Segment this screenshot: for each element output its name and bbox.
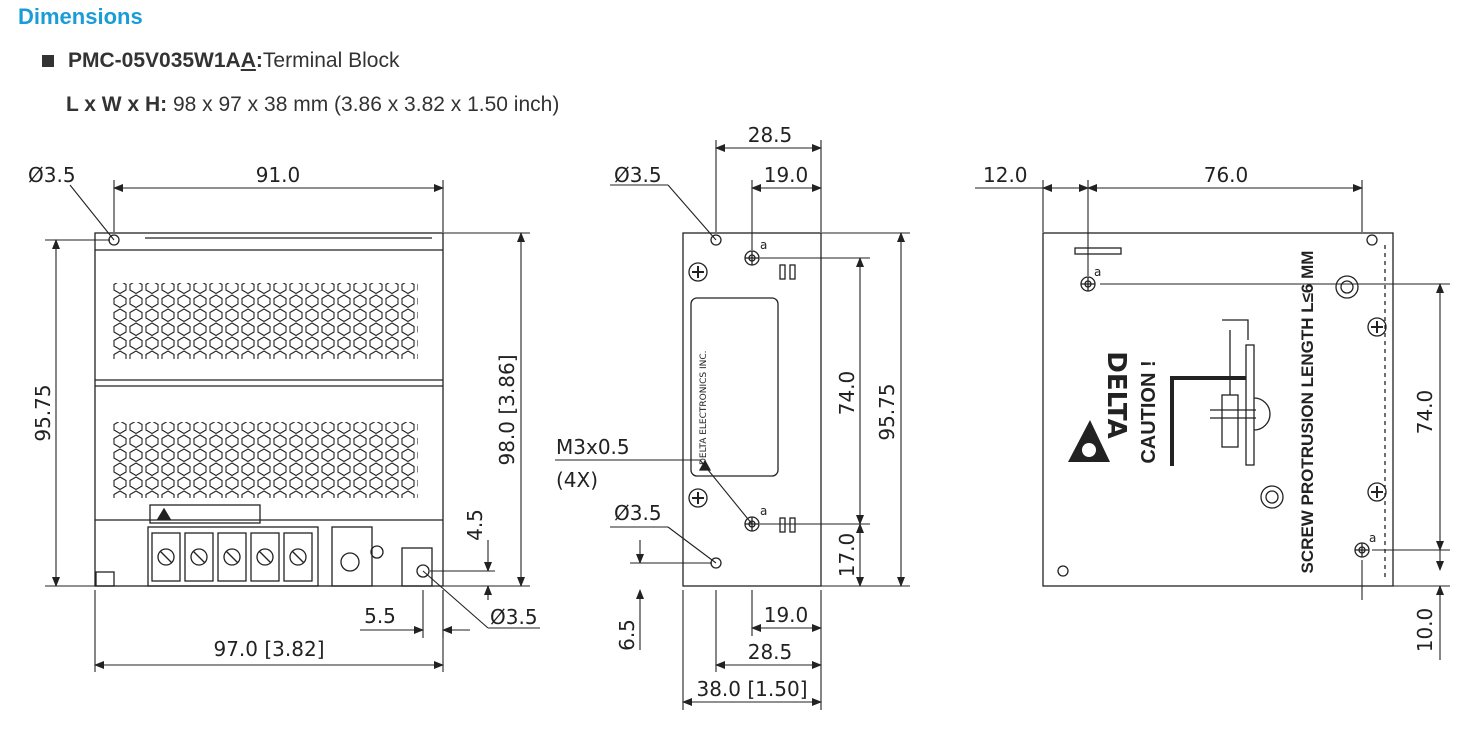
rear-outline bbox=[1042, 232, 1394, 587]
front-dimensions bbox=[45, 180, 540, 672]
side-w380-label: 38.0 [1.50] bbox=[696, 677, 807, 701]
front-height-left-label: 95.75 bbox=[31, 384, 55, 441]
front-brand-plate bbox=[149, 504, 261, 524]
side-w285-bottom-label: 28.5 bbox=[748, 640, 793, 664]
rear-h100-label: 10.0 bbox=[1413, 608, 1437, 653]
side-mark-a-top: a bbox=[760, 238, 767, 252]
side-h740-label: 74.0 bbox=[835, 371, 859, 416]
front-offset-45-label: 4.5 bbox=[463, 509, 487, 541]
dims-label: L x W x H: bbox=[66, 93, 168, 116]
front-dim-labels: Ø3.5 91.0 95.75 98.0 [3.86] 4.5 5.5 Ø3.5… bbox=[28, 163, 538, 661]
rear-screw-note: SCREW PROTRUSION LENGTH L≤6 MM bbox=[1298, 251, 1317, 574]
terminal-screws bbox=[151, 532, 313, 582]
front-width-top-label: 91.0 bbox=[256, 163, 301, 187]
adjust-pot bbox=[340, 552, 360, 572]
rear-mark-a-bottom: a bbox=[1369, 531, 1376, 545]
side-label-brand: DELTA ELECTRONICS INC. bbox=[699, 351, 709, 466]
rear-brand-logo: DELTA bbox=[1068, 351, 1131, 462]
square-bullet-icon bbox=[42, 55, 54, 67]
front-height-right-label: 98.0 [3.86] bbox=[495, 354, 519, 465]
side-mark-a-bottom: a bbox=[760, 504, 767, 518]
rear-offset-120-label: 12.0 bbox=[983, 163, 1028, 187]
side-h170-label: 17.0 bbox=[835, 533, 859, 578]
front-offset-55-label: 5.5 bbox=[364, 604, 396, 628]
front-dia-bottom-label: Ø3.5 bbox=[490, 605, 538, 629]
side-w285-top-label: 28.5 bbox=[748, 123, 793, 147]
model-line: PMC-05V035W1AA: Terminal Block bbox=[42, 49, 399, 73]
rear-standoff-top bbox=[1335, 275, 1359, 299]
model-code: PMC-05V035W1AA: bbox=[68, 49, 263, 72]
front-mount-hole-bottom bbox=[416, 564, 430, 578]
rear-view bbox=[1042, 232, 1394, 587]
side-dia-top-label: Ø3.5 bbox=[614, 163, 662, 187]
rear-dim-labels: 12.0 76.0 74.0 10.0 bbox=[983, 163, 1437, 652]
rear-standoff-bottom bbox=[1260, 485, 1284, 509]
side-w190-top-label: 19.0 bbox=[764, 163, 809, 187]
side-thread-label: M3x0.5 bbox=[556, 435, 630, 459]
vent-grid-top bbox=[113, 283, 418, 359]
terminal-block bbox=[147, 526, 319, 587]
dims-value: 98 x 97 x 38 mm (3.86 x 3.82 x 1.50 inch… bbox=[167, 93, 560, 116]
rear-mark-a-top: a bbox=[1094, 265, 1101, 279]
rear-h740-label: 74.0 bbox=[1413, 390, 1437, 435]
front-width-bottom-label: 97.0 [3.82] bbox=[213, 637, 324, 661]
section-title: Dimensions bbox=[18, 4, 143, 29]
side-dim-labels: 28.5 Ø3.5 19.0 74.0 95.75 M3x0.5 (4X) Ø3… bbox=[556, 123, 899, 701]
rear-caution-text: CAUTION ! bbox=[1138, 360, 1160, 463]
rear-w760-label: 76.0 bbox=[1204, 163, 1249, 187]
front-view bbox=[94, 232, 444, 587]
side-w190-bottom-label: 19.0 bbox=[764, 603, 809, 627]
side-h65-label: 6.5 bbox=[615, 619, 639, 651]
rear-brand-text: DELTA bbox=[1101, 351, 1131, 438]
side-thread-count-label: (4X) bbox=[556, 468, 598, 492]
screw-protrusion-illustration bbox=[1170, 319, 1271, 466]
side-label-plate bbox=[690, 297, 779, 477]
dimensions-line: L x W x H: 98 x 97 x 38 mm (3.86 x 3.82 … bbox=[66, 93, 559, 117]
side-dia-bottom-label: Ø3.5 bbox=[614, 501, 662, 525]
side-hole-top bbox=[710, 234, 722, 246]
model-description: Terminal Block bbox=[262, 49, 400, 72]
side-h9575-label: 95.75 bbox=[875, 383, 899, 440]
front-dia-top-label: Ø3.5 bbox=[28, 163, 76, 187]
rear-dimensions bbox=[975, 180, 1450, 660]
side-dimensions bbox=[555, 140, 910, 710]
vent-grid-bottom bbox=[113, 422, 418, 498]
